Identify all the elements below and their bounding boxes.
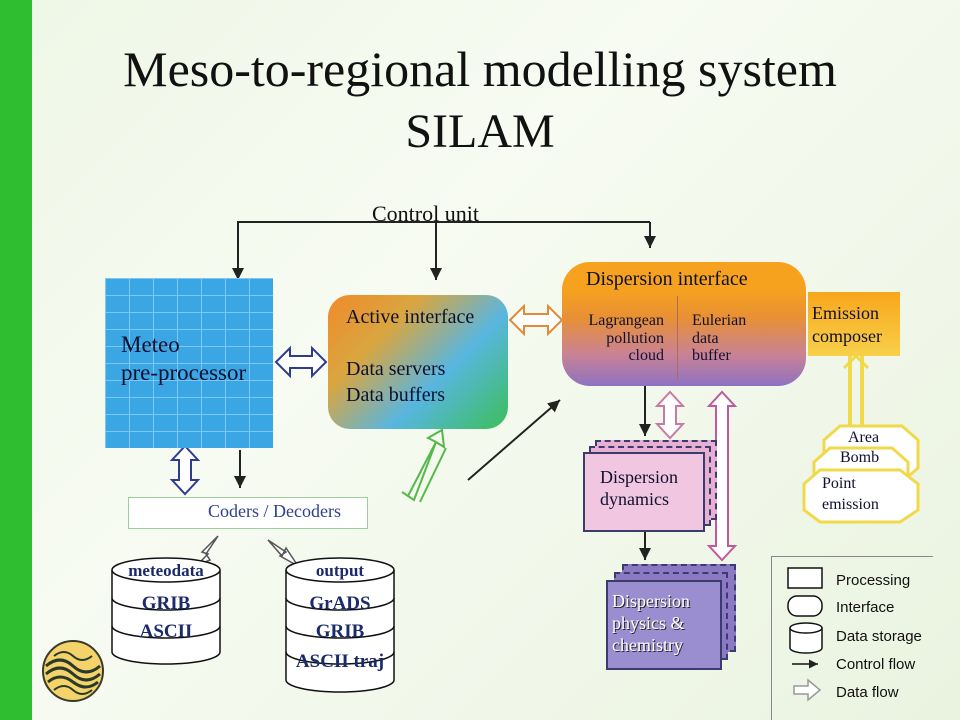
meteo-label-line2: pre-processor [121, 360, 247, 385]
meteodata-title: meteodata [128, 561, 204, 580]
legend-data-storage: Data storage [836, 628, 922, 645]
active-interface-box [328, 295, 508, 429]
emission-bomb-label: Bomb [840, 449, 880, 466]
dispersion-physics-line1: Dispersion [612, 591, 690, 611]
output-title: output [315, 561, 365, 580]
meteodata-cylinder [111, 557, 221, 665]
emission-point-label: Point [822, 475, 856, 492]
dispersion-dynamics-box [583, 452, 705, 532]
institute-logo-icon [42, 640, 104, 702]
coders-decoders-box [128, 497, 368, 529]
legend-symbols [787, 567, 823, 702]
emission-label-line1: Emission [812, 303, 880, 323]
active-interface-line2: Data buffers [346, 384, 446, 406]
page-title: Meso-to-regional modelling system [123, 41, 837, 97]
meteodata-ascii: ASCII [139, 621, 193, 642]
output-ascii-traj: ASCII traj [295, 651, 385, 672]
meteo-preprocessor-box [105, 278, 273, 448]
legend-border-top [771, 556, 933, 557]
dispersion-dynamics-line1: Dispersion [600, 467, 678, 487]
emission-emission-label: emission [822, 496, 879, 513]
page-subtitle: SILAM [405, 105, 555, 158]
coders-decoders-label: Coders / Decoders [208, 501, 341, 521]
data-flow-arrows [169, 345, 328, 496]
legend-control-flow: Control flow [836, 656, 916, 673]
output-grib: GRIB [315, 621, 365, 642]
legend-data-flow: Data flow [836, 684, 899, 701]
emission-area-label: Area [848, 429, 880, 446]
emission-composer-box [808, 292, 900, 356]
legend-interface: Interface [836, 599, 895, 616]
dispersion-physics-line2: physics & [612, 613, 685, 633]
dispersion-physics-box [606, 580, 722, 670]
emission-label-line2: composer [812, 326, 882, 346]
output-cylinder [285, 557, 395, 693]
meteo-label-line1: Meteo [121, 332, 180, 357]
dispersion-physics-line3: chemistry [612, 635, 683, 655]
legend-processing: Processing [836, 572, 911, 589]
eulerian-label: Eulerian data buffer [692, 312, 747, 365]
active-interface-title: Active interface [346, 306, 475, 328]
emission-sources-shapes [802, 424, 920, 524]
output-grads: GrADS [309, 593, 371, 614]
legend-border-left [771, 556, 772, 720]
dispersion-dynamics-line2: dynamics [600, 489, 669, 509]
meteodata-grib: GRIB [141, 593, 191, 614]
dispersion-interface-box [562, 262, 806, 386]
lagrangean-label: Lagrangean pollution cloud [588, 312, 664, 365]
dispersion-interface-divider [677, 296, 678, 380]
dispersion-interface-title: Dispersion interface [586, 268, 748, 290]
left-accent-bar [0, 0, 32, 720]
control-flow-lines [232, 221, 656, 280]
active-interface-line1: Data servers [346, 358, 446, 380]
